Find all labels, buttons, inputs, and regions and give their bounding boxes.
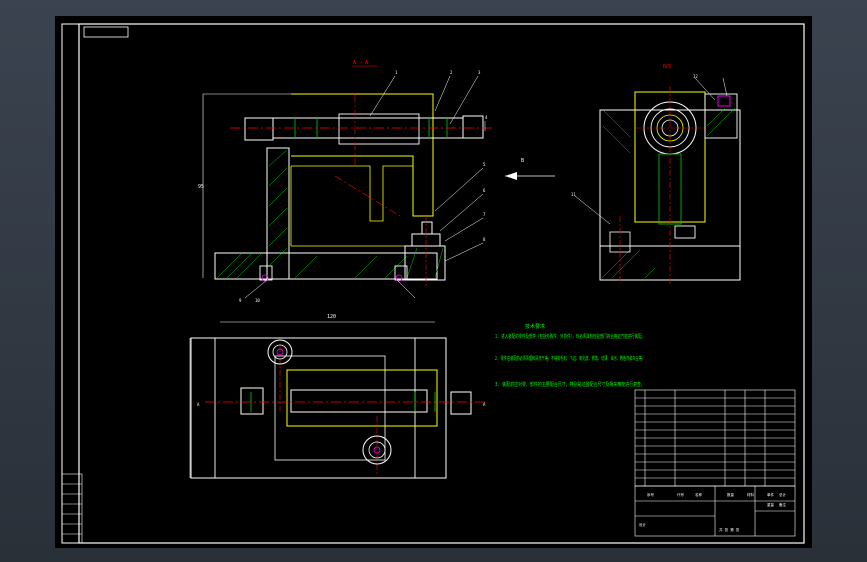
balloon-10: 10 [255, 298, 260, 303]
balloon-5: 5 [483, 162, 486, 167]
balloon-11: 11 [571, 192, 576, 197]
tech-line-3: 3. 装配前应对零、部件的主要配合尺寸，特别是过盈配合尺寸及相关精度进行复查。 [495, 381, 645, 388]
bom-header-code: 代号 [677, 492, 685, 497]
dim-height: 95 [198, 184, 204, 190]
title-block-design: 设计 [639, 522, 647, 527]
view-direction-arrow: B [505, 158, 555, 180]
corner-stamp-box [83, 26, 129, 38]
tech-title: 技术要求 [525, 323, 545, 330]
bom-header-total: 总计 [779, 492, 787, 497]
tech-line-2: 2. 零件在装配前必须清理和清洗干净，不得有毛刺、飞边、氧化皮、锈蚀、切屑、油污… [495, 355, 645, 362]
balloon-8: 8 [483, 237, 486, 242]
arrow-label: B [521, 158, 524, 164]
front-section-view: 95 [198, 60, 495, 299]
bom-header-name: 名称 [695, 492, 703, 497]
bom-header-weight: 重量 [767, 502, 775, 507]
side-view-b: B向 [574, 63, 741, 286]
balloon-2: 2 [450, 70, 453, 75]
balloon-6: 6 [483, 188, 486, 193]
title-block [61, 389, 796, 544]
bom-header-single: 单件 [767, 492, 775, 497]
view-b-label: B向 [663, 63, 671, 70]
title-block-sheet: 共 张 第 张 [719, 527, 740, 532]
balloon-labels: 1 2 3 4 5 6 7 8 9 10 11 12 A A [197, 70, 698, 407]
section-label-aa: A — A [353, 60, 368, 66]
dim-width: 120 [327, 314, 336, 320]
balloon-1: 1 [395, 70, 398, 75]
section-a-right: A [483, 402, 486, 407]
top-view: 120 [189, 314, 487, 479]
balloon-7: 7 [483, 212, 486, 217]
inner-border [78, 23, 805, 544]
tech-requirements: 技术要求 1. 进入装配的零件及部件（包括外购件、外协件），均必须具有检验部门的… [495, 323, 645, 388]
bom-header-remark: 备注 [779, 502, 787, 507]
balloon-4: 4 [485, 115, 488, 120]
bom-header-material: 材料 [747, 492, 755, 497]
section-a-left: A [197, 402, 200, 407]
bom-header-qty: 数量 [727, 492, 735, 497]
balloon-9: 9 [239, 298, 242, 303]
bom-header-index: 序号 [647, 492, 655, 497]
balloon-12: 12 [693, 74, 698, 79]
cad-drawing: 95 [61, 23, 805, 544]
tech-line-1: 1. 进入装配的零件及部件（包括外购件、外协件），均必须具有检验部门的合格证方能… [495, 333, 645, 340]
balloon-3: 3 [478, 70, 481, 75]
cad-viewport[interactable]: 95 [55, 16, 812, 548]
